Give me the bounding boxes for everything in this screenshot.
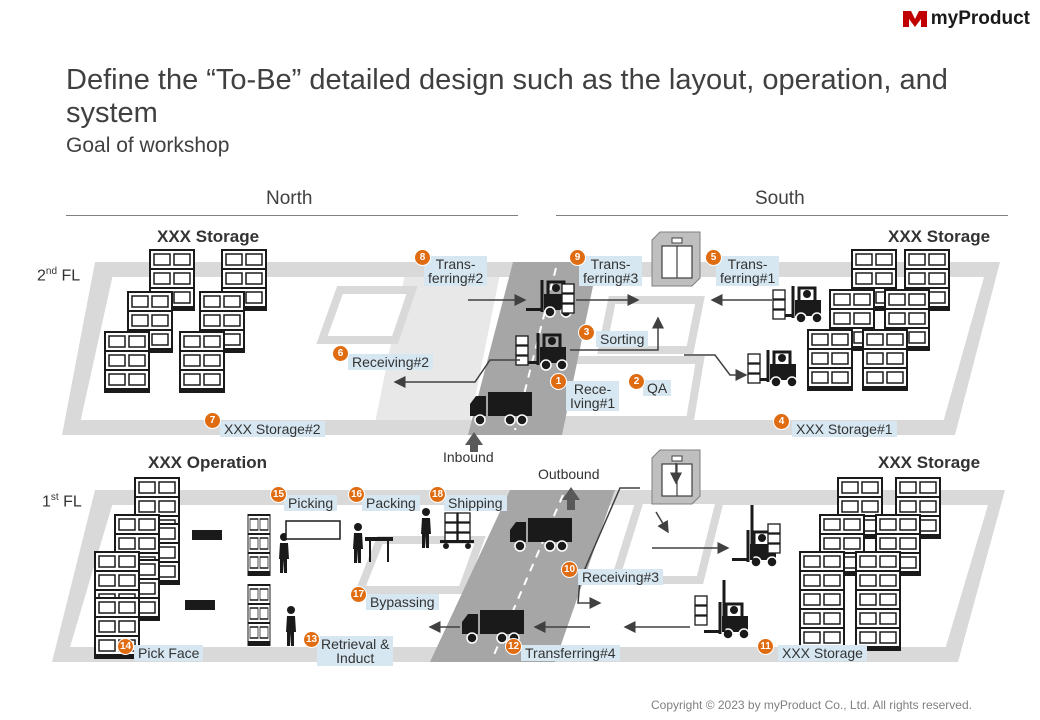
step-label-retrieval-induct: Retrieval &Induct: [317, 636, 394, 666]
outbound-label: Outbound: [538, 466, 600, 482]
region-north: North: [266, 188, 313, 209]
step-label-receiving-3: Receiving#3: [578, 569, 664, 585]
step-badge-18: 18: [429, 486, 446, 503]
south-divider: [556, 215, 1008, 216]
floor-label-2f: 2nd FL: [37, 266, 81, 285]
step-label-transferring-4: Transferring#4: [521, 645, 620, 661]
step-label-qa: QA: [643, 380, 672, 396]
step-badge-2: 2: [628, 373, 645, 390]
step-badge-16: 16: [348, 486, 365, 503]
step-label-storage-2: XXX Storage#2: [220, 421, 325, 437]
step-badge-15: 15: [270, 486, 287, 503]
section-operation-1f-north: XXX Operation: [148, 453, 268, 472]
brand-name: myProduct: [930, 8, 1030, 29]
brand-mark-icon: [902, 11, 927, 27]
step-badge-14: 14: [117, 638, 134, 655]
step-badge-10: 10: [561, 561, 578, 578]
step-label-storage-1f: XXX Storage: [778, 645, 867, 661]
step-label-picking: Picking: [284, 495, 338, 511]
inbound-label: Inbound: [443, 449, 494, 465]
step-label-packing: Packing: [362, 495, 420, 511]
step-label-transferring-3: Trans-ferring#3: [579, 256, 643, 286]
step-badge-9: 9: [569, 249, 586, 266]
step-badge-4: 4: [773, 413, 790, 430]
page-subtitle: Goal of workshop: [66, 134, 230, 157]
step-label-pick-face: Pick Face: [134, 645, 204, 661]
step-badge-17: 17: [350, 586, 367, 603]
step-badge-7: 7: [204, 412, 221, 429]
step-badge-3: 3: [578, 324, 595, 341]
step-badge-8: 8: [414, 249, 431, 266]
page-title: Define the “To-Be” detailed design such …: [66, 64, 948, 129]
step-label-receiving-2: Receiving#2: [348, 354, 434, 370]
step-label-receiving-1: Rece-Iving#1: [566, 381, 620, 411]
copyright-notice: Copyright © 2023 by myProduct Co., Ltd. …: [651, 698, 972, 712]
section-storage-1f-south: XXX Storage: [878, 453, 981, 472]
section-storage-2f-south: XXX Storage: [888, 227, 991, 246]
step-label-bypassing: Bypassing: [366, 594, 439, 610]
floor-label-1f: 1st FL: [42, 492, 82, 511]
step-badge-12: 12: [505, 638, 522, 655]
step-badge-6: 6: [332, 345, 349, 362]
step-badge-13: 13: [303, 631, 320, 648]
section-storage-2f-north: XXX Storage: [157, 227, 260, 246]
brand-logo: myProduct: [902, 8, 1030, 30]
step-badge-11: 11: [757, 638, 774, 655]
step-badge-1: 1: [550, 373, 567, 390]
region-south: South: [755, 188, 805, 209]
step-label-transferring-2: Trans-ferring#2: [424, 256, 488, 286]
step-label-sorting: Sorting: [596, 331, 649, 347]
step-label-shipping: Shipping: [444, 495, 507, 511]
step-label-transferring-1: Trans-ferring#1: [716, 256, 780, 286]
step-badge-5: 5: [705, 249, 722, 266]
step-label-storage-1: XXX Storage#1: [792, 421, 897, 437]
north-divider: [66, 215, 518, 216]
